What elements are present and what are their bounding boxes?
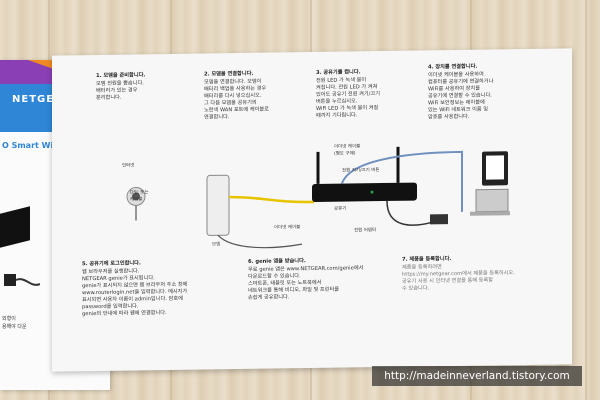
label-modem: 모뎀 [212,242,221,248]
step-3: 3. 공유기를 켭니다. 전원 LED 가 녹색 불이 켜집니다. 전원 LED… [316,68,426,120]
step-body: 이더넷 케이블을 사용하여 컴퓨터를 공유기에 연결하거나 WiFi를 사용하여… [428,71,494,121]
router-photo [0,206,30,248]
left-note: 외형이 [2,316,16,322]
floor-seam [585,0,587,400]
left-note: 용해야 다운 [2,324,27,330]
label-power-switch: 전원 켜기/끄기 버튼 [342,168,380,174]
cable-photo [4,274,40,286]
step-body: 모뎀 전원을 뽑습니다. 배터리가 있는 경우 분리합니다. [96,80,144,102]
blue-ethernet-cable [341,150,463,212]
laptop-icon [470,188,510,216]
step-1: 1. 모뎀을 준비합니다. 모뎀 전원을 뽑습니다. 배터리가 있는 경우 분리… [96,72,191,102]
step-body: 모뎀을 연결합니다. 모뎀이 배터리 백업을 사용하는 경우 배터리를 다시 넣… [204,78,269,121]
step-5: 5. 공유기에 로그인합니다. 웹 브라우저를 실행합니다. NETGEAR g… [82,259,242,318]
label-ethernet-yellow: 이더넷 케이블 [274,225,301,231]
power-cable [386,200,433,226]
step-2: 2. 모뎀을 연결합니다. 모뎀을 연결합니다. 모뎀이 배터리 백업을 사용하… [204,70,309,121]
label-internet: 인터넷 [122,163,135,169]
step-4: 4. 장치를 연결합니다. 이더넷 케이블을 사용하여 컴퓨터를 공유기에 연결… [428,63,548,122]
label-ethernet-top: 이더넷 케이블 (별도 구매) [334,144,361,157]
netgear-logo: NETGEAR [12,94,72,105]
step-title: 1. 모뎀을 준비합니다. [96,72,146,80]
power-adapter-icon [430,214,448,225]
label-dsl: DSL 또는 케이블 [130,190,149,203]
modem-power-cable [217,234,303,249]
step-body: 웹 브라우저를 실행합니다. NETGEAR genie가 표시됩니다. gen… [82,268,188,318]
watermark: http://madeinneverland.tistory.com [372,366,582,386]
label-router: 공유기 [334,206,347,212]
step-7: 7. 제품을 등록합니다. 제품을 등록하려면 https://my.netge… [402,255,552,293]
label-power-adapter: 전원 어댑터 [354,228,377,234]
tablet-icon [482,151,508,186]
tagline: O Smart WiFi 공유기 [2,141,87,150]
step-body: 무료 genie 앱은 www.NETGEAR.com/genie에서 다운로드… [248,265,364,301]
instruction-sheet: 1. 모뎀을 준비합니다. 모뎀 전원을 뽑습니다. 배터리가 있는 경우 분리… [52,48,572,372]
step-title: 2. 모뎀을 연결합니다. [204,70,254,78]
router-icon [312,146,417,202]
modem-icon [206,174,230,236]
step-body: 제품을 등록하려면 https://my.netgear.com에서 제품을 등… [402,264,515,292]
step-6: 6. genie 앱을 받습니다. 무료 genie 앱은 www.NETGEA… [248,257,398,302]
yellow-ethernet-cable [228,195,315,204]
step-body: 전원 LED 가 녹색 불이 켜집니다. 전원 LED 가 켜져 있어도 공유기… [316,77,380,119]
connection-diagram [126,146,510,249]
